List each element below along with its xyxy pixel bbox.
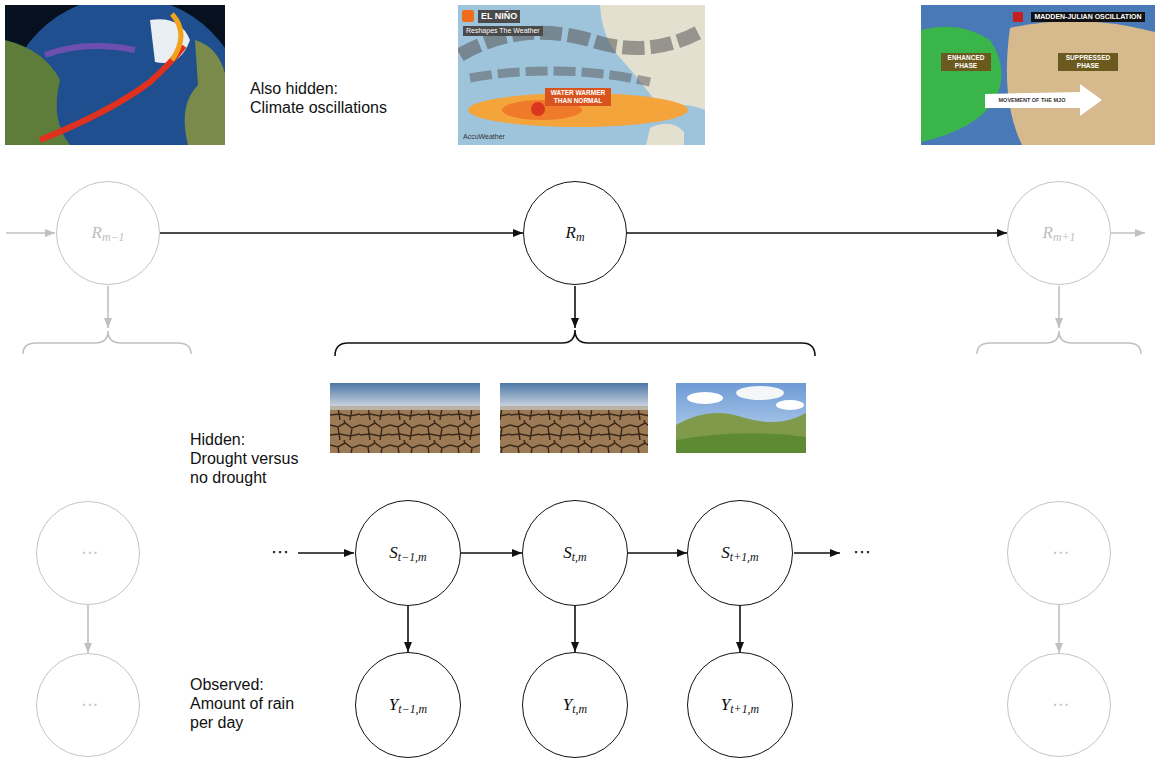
- picture-caption: MADDEN-JULIAN OSCILLATION: [1031, 12, 1144, 22]
- state-node: St,m: [522, 500, 628, 606]
- logo-mark: [462, 10, 474, 22]
- picture-caption: MOVEMENT OF THE MJO: [996, 96, 1069, 105]
- incoming-arrow: [6, 232, 55, 234]
- variable-name: Yt,m: [563, 696, 587, 715]
- variable-name: ⋯: [1051, 544, 1068, 563]
- continent: [185, 40, 225, 145]
- chain-arrow: [794, 552, 840, 554]
- brace-arrow: [107, 286, 109, 328]
- sky: [330, 383, 480, 409]
- dependency-arrow: [87, 605, 89, 653]
- dependency-arrow: [407, 606, 409, 652]
- state-node: Yt,m: [522, 652, 628, 758]
- horizon: [500, 406, 648, 410]
- chain-arrow: [298, 552, 354, 554]
- group-brace: [23, 331, 191, 354]
- drought-photo: [500, 383, 648, 453]
- variable-name: St,m: [563, 544, 586, 563]
- cracked-ground: [500, 410, 648, 453]
- cloud: [687, 392, 723, 404]
- group-brace: [977, 331, 1141, 354]
- horizon: [330, 406, 480, 410]
- faded-state-node: Rm−1: [56, 181, 160, 285]
- variable-name: Rm+1: [1043, 224, 1076, 243]
- annotation-label: AccuWeather: [463, 133, 505, 141]
- el-nino-map: [458, 5, 705, 145]
- state-node: Yt+1,m: [687, 652, 793, 758]
- faded-state-node: ⋯: [36, 501, 140, 605]
- movement-arrow: [985, 84, 1102, 116]
- dependency-arrow: [739, 606, 741, 652]
- mjo-map: [921, 5, 1155, 145]
- jet-stream: [470, 71, 650, 82]
- variable-name: St+1,m: [721, 544, 758, 563]
- annotation-label: Also hidden: Climate oscillations: [250, 79, 410, 117]
- current-arrow: [40, 46, 184, 140]
- state-node: Rm: [523, 181, 627, 285]
- brace-arrow: [574, 286, 576, 328]
- globe: [5, 5, 225, 145]
- group-brace: [335, 330, 815, 356]
- ocean-circulation-picture: [5, 5, 225, 145]
- dependency-arrow: [1058, 605, 1060, 653]
- cloud: [776, 400, 804, 410]
- picture-caption: ENHANCED PHASE: [941, 53, 991, 71]
- annotation-label: Hidden: Drought versus no drought: [190, 430, 315, 488]
- variable-name: Yt−1,m: [389, 696, 427, 715]
- current-arrow: [172, 14, 181, 60]
- current-arrow: [45, 46, 135, 55]
- faded-state-node: ⋯: [1007, 501, 1111, 605]
- hill: [676, 413, 806, 453]
- ice-sheet: [150, 19, 190, 63]
- variable-name: Rm−1: [92, 224, 125, 243]
- variable-name: St−1,m: [389, 544, 426, 563]
- dependency-arrow: [160, 232, 523, 234]
- dependency-arrow: [627, 232, 1007, 234]
- enhanced-region: [921, 27, 1001, 142]
- meadow: [676, 433, 806, 453]
- variable-name: Yt+1,m: [721, 696, 759, 715]
- land: [646, 124, 684, 145]
- ocean: [458, 5, 705, 145]
- dependency-arrow: [461, 552, 522, 554]
- green-field-photo: [676, 383, 806, 453]
- brace-arrow: [1058, 286, 1060, 328]
- cracked-ground: [330, 410, 480, 453]
- variable-name: ⋯: [80, 696, 97, 715]
- cloud: [736, 386, 784, 400]
- dependency-arrow: [628, 552, 687, 554]
- drought-photo: [330, 383, 480, 453]
- faded-state-node: ⋯: [36, 653, 140, 757]
- sky: [676, 383, 806, 453]
- picture-caption: Reshapes The Weather: [463, 26, 543, 36]
- variable-name: Rm: [566, 224, 585, 243]
- state-node: Yt−1,m: [355, 652, 461, 758]
- sky: [500, 383, 648, 409]
- variable-name: ⋯: [80, 544, 97, 563]
- annotation-label: ⋯: [271, 542, 289, 564]
- faded-state-node: ⋯: [1007, 653, 1111, 757]
- faded-state-node: Rm+1: [1007, 181, 1111, 285]
- state-node: St−1,m: [355, 500, 461, 606]
- warm-water: [531, 102, 545, 116]
- annotation-label: Observed: Amount of rain per day: [190, 675, 315, 733]
- variable-name: ⋯: [1051, 696, 1068, 715]
- outgoing-arrow: [1111, 232, 1145, 234]
- logo-mark: [1013, 12, 1023, 22]
- picture-caption: SUPPRESSED PHASE: [1058, 53, 1118, 71]
- picture-caption: WATER WARMER THAN NORMAL: [545, 88, 611, 106]
- state-node: St+1,m: [687, 500, 793, 606]
- dependency-arrow: [574, 606, 576, 652]
- picture-caption: EL NIÑO: [478, 10, 520, 23]
- suppressed-region: [1007, 21, 1155, 145]
- annotation-label: ⋯: [853, 542, 871, 564]
- map-ground: [921, 5, 1155, 145]
